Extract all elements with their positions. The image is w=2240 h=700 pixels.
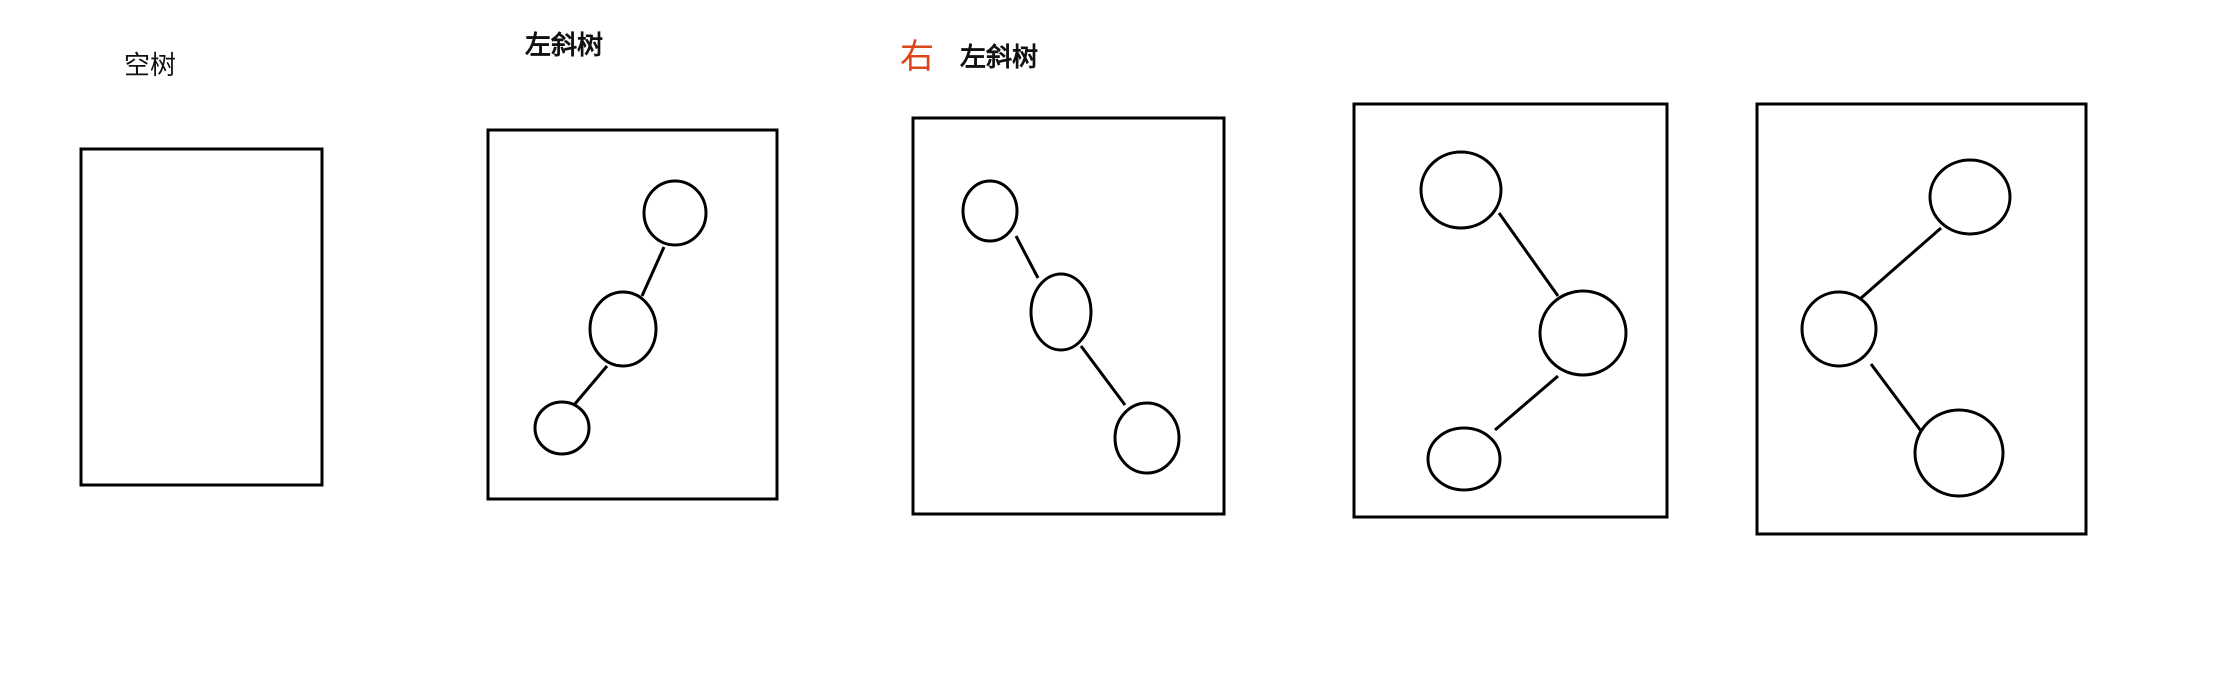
edge-child-to-grandchild (1869, 363, 1926, 436)
edge-root-to-child (1859, 226, 1942, 301)
frame-right-skewed-tree (911, 116, 1226, 516)
tree-node-grandchild (533, 400, 591, 456)
tree-node-grandchild (1426, 426, 1502, 492)
label-left-skewed-tree: 左斜树 (525, 31, 603, 61)
frame-zigzag-tree (1352, 102, 1669, 519)
panel-empty-tree (79, 147, 324, 487)
tree-node-child (1029, 272, 1093, 352)
edge-root-to-child (1497, 212, 1560, 297)
edge-child-to-grandchild (1079, 345, 1127, 406)
tree-node-grandchild (1113, 401, 1181, 475)
tree-node-child (1800, 290, 1878, 368)
panel-zigzag-tree (1352, 102, 1669, 519)
panel-left-skewed-tree (486, 128, 779, 501)
edge-root-to-child (1014, 235, 1040, 279)
tree-node-child (588, 290, 658, 368)
tree-node-root (961, 179, 1019, 243)
frame-left-skewed-tree (486, 128, 779, 501)
tree-node-grandchild (1913, 408, 2005, 498)
tree-node-root (1419, 150, 1503, 230)
tree-node-child (1538, 289, 1628, 377)
edge-root-to-child (640, 246, 666, 297)
label-right-correction-mark: 右 (900, 37, 934, 77)
frame-zigzag-tree-mirrored (1755, 102, 2088, 536)
edge-child-to-grandchild (1494, 374, 1559, 432)
panel-zigzag-tree-mirrored (1755, 102, 2088, 536)
panel-right-skewed-tree (911, 116, 1226, 516)
label-left-skewed-tree-2: 左斜树 (960, 43, 1038, 73)
frame-empty-tree (79, 147, 324, 487)
tree-node-root (1928, 158, 2012, 236)
label-empty-tree: 空树 (124, 51, 176, 81)
edge-child-to-grandchild (572, 365, 609, 406)
tree-node-root (642, 179, 708, 247)
